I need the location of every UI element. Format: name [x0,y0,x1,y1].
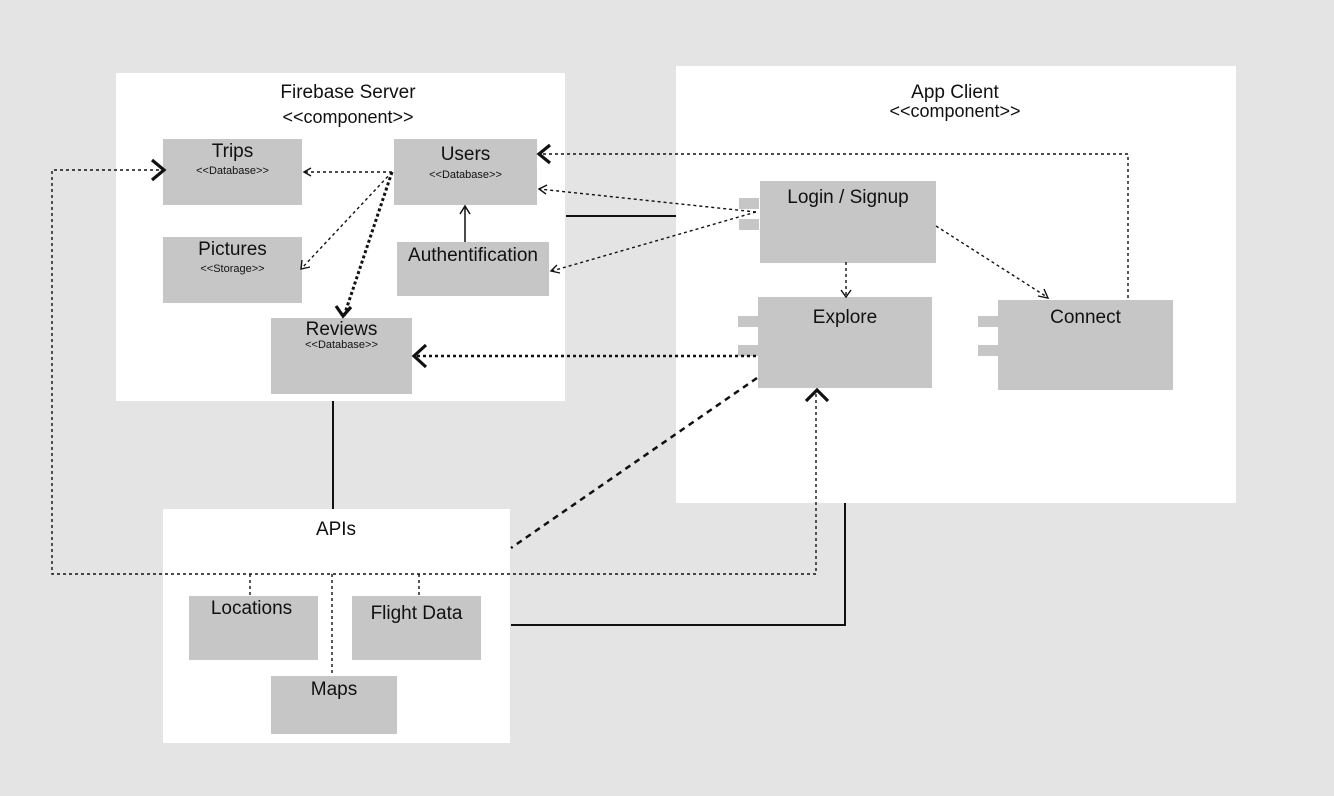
explore-arrowhead-small [840,289,852,299]
reviews-top-arrowhead [334,305,353,319]
login-port-bottom [739,219,759,230]
trips-arrowhead-large [150,158,167,182]
pictures-storage[interactable]: Pictures <<Storage>> [163,237,302,303]
reviews-arrowhead-large [411,343,428,369]
login-users-dep [538,188,757,213]
users-stereotype: <<Database>> [429,169,502,181]
trips-stereotype: <<Database>> [196,165,269,177]
login-auth-dep [551,211,757,272]
flight-data-box[interactable]: Flight Data [352,596,481,660]
authentication-box[interactable]: Authentification [397,242,549,296]
explore-component[interactable]: Explore [758,297,932,388]
connect-label: Connect [1050,307,1121,328]
reviews-label: Reviews [305,319,378,340]
auth-arrowhead [549,264,561,274]
trips-label: Trips [211,141,254,162]
maps-label: Maps [310,679,358,700]
users-arrowhead-large [536,143,552,165]
reviews-stereotype: <<Database>> [305,339,378,351]
explore-port-top [738,316,758,327]
connect-component[interactable]: Connect [998,300,1173,390]
connect-port-top [978,316,998,327]
app-client-panel [676,66,1236,503]
authentication-label: Authentification [408,245,538,266]
pictures-stereotype: <<Storage>> [200,263,265,275]
explore-apis-dep [510,376,758,550]
explore-port-bottom [738,345,758,356]
login-signup-label: Login / Signup [787,187,909,208]
reviews-database[interactable]: Reviews <<Database>> [271,318,412,394]
firebase-server-stereotype: <<component>> [282,107,414,127]
login-signup-component[interactable]: Login / Signup [760,181,936,263]
trips-arrowhead-small [302,167,312,177]
explore-arrowhead-large [804,387,830,403]
users-pictures-dep [301,171,393,269]
locations-label: Locations [210,598,293,619]
flightdata-app-link [511,503,846,626]
connect-arrowhead [1037,288,1050,299]
connect-port-bottom [978,345,998,356]
flight-data-label: Flight Data [370,603,463,624]
maps-box[interactable]: Maps [271,676,397,734]
users-database[interactable]: Users <<Database>> [394,139,537,205]
pictures-label: Pictures [198,239,267,260]
users-arrowhead-small [537,184,548,195]
firebase-server-title: Firebase Server [280,82,416,103]
apis-title: APIs [315,519,357,540]
login-connect-dep [935,225,1048,298]
users-label: Users [440,144,491,165]
users-reviews-dep [342,171,394,317]
login-port-top [739,198,759,209]
pictures-arrowhead [300,259,311,270]
connect-users-line [540,153,1129,298]
app-client-title: App Client [911,82,999,103]
locations-box[interactable]: Locations [189,596,318,660]
trips-database[interactable]: Trips <<Database>> [163,139,302,205]
explore-label: Explore [812,307,878,328]
app-client-stereotype: <<component>> [889,101,1021,121]
auth-users-arrowhead [459,204,471,215]
trips-explore-line [51,169,817,575]
